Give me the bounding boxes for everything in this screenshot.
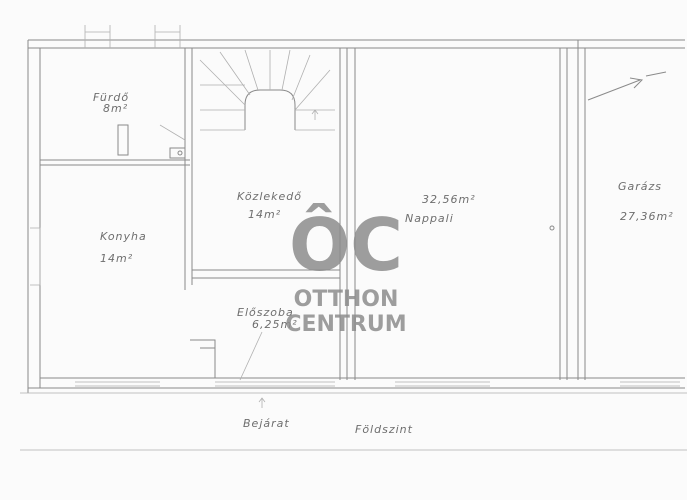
eloszoba-pointer — [239, 331, 263, 381]
room-name-furdo: Fürdő — [93, 91, 129, 104]
watermark-line2: CENTRUM — [285, 312, 406, 337]
room-area-furdo: 8m² — [103, 102, 128, 115]
room-area-eloszoba: 6,25m² — [252, 318, 298, 331]
room-area-kozlekedo: 14m² — [248, 208, 281, 221]
room-name-eloszoba: Előszoba — [237, 306, 294, 319]
floor-label: Földszint — [355, 423, 413, 436]
room-name-konyha: Konyha — [100, 230, 147, 243]
entrance-arrow-icon — [258, 397, 266, 408]
room-area-garazs: 27,36m² — [620, 210, 674, 223]
room-area-nappali: 32,56m² — [422, 193, 476, 206]
watermark-line1: OTTHON — [294, 287, 399, 312]
room-name-kozlekedo: Közlekedő — [237, 190, 302, 203]
watermark-logo: ÔC — [289, 203, 403, 287]
walls — [20, 25, 687, 451]
staircase — [199, 49, 335, 131]
otthon-centrum-watermark: ÔC OTTHON CENTRUM — [285, 203, 406, 337]
entrance-label: Bejárat — [243, 417, 290, 430]
garage-arrow-icon — [587, 71, 667, 101]
room-name-nappali: Nappali — [405, 212, 454, 225]
room-name-garazs: Garázs — [618, 180, 662, 193]
room-area-konyha: 14m² — [100, 252, 133, 265]
